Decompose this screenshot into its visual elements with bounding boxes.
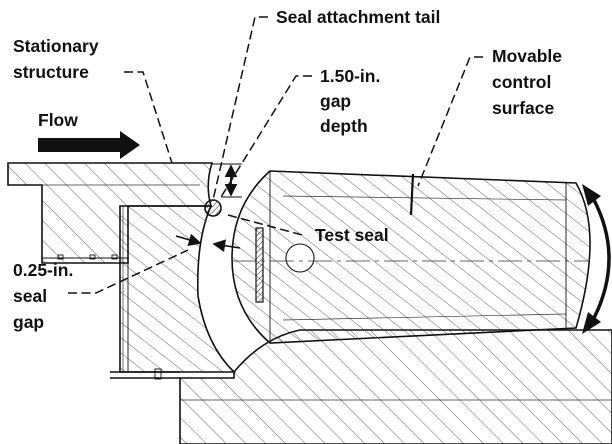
label-stationary-structure: Stationary structure	[13, 36, 103, 82]
label-movable-control-surface: Movable control surface	[492, 46, 567, 118]
label-seal-gap: 0.25-in. seal gap	[13, 260, 78, 332]
leader-movable-control-surface	[417, 56, 483, 187]
leader-seal-attachment-tail	[212, 16, 268, 201]
seal-carrier	[110, 205, 236, 380]
label-flow: Flow	[38, 110, 78, 130]
gap-depth-dimension	[212, 163, 242, 198]
rotation-arrow-icon	[582, 184, 611, 334]
seal-gap-dimension	[175, 233, 241, 253]
label-test-seal: Test seal	[315, 225, 389, 245]
label-seal-attachment-tail: Seal attachment tail	[276, 7, 440, 27]
leader-stationary-structure	[124, 71, 173, 164]
leader-seal-gap	[68, 249, 189, 294]
stationary-structure	[7, 162, 214, 264]
label-gap-depth: 1.50-in. gap depth	[320, 66, 385, 136]
test-seal	[255, 227, 264, 303]
lower-structure	[179, 329, 612, 444]
movable-control-surface	[231, 170, 591, 344]
leader-gap-depth	[220, 75, 312, 198]
flow-arrow-icon	[38, 131, 140, 159]
seal-attachment-tail	[204, 199, 222, 217]
